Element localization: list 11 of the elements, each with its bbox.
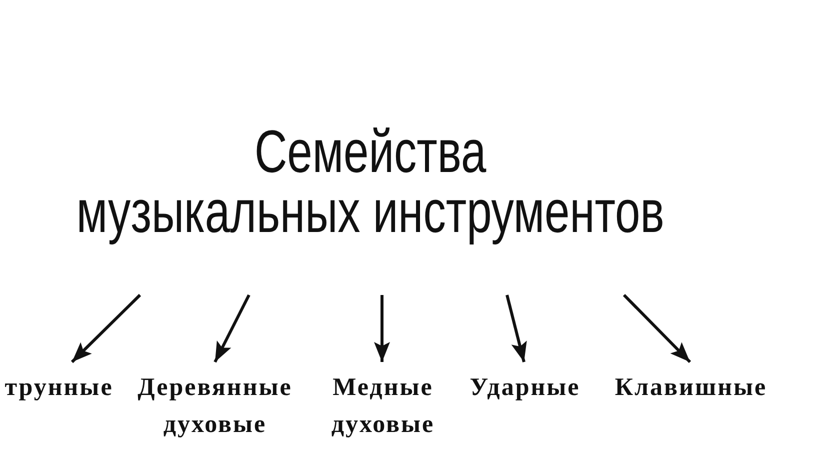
arrow [622, 294, 692, 364]
category-label: Клавишные [614, 373, 768, 403]
topic-label: Семейства музыкальных инструментов [76, 122, 664, 242]
category-label: Медные духовые [330, 373, 436, 440]
category-label: Ударные [470, 373, 580, 403]
arrow [70, 294, 142, 364]
arrow [374, 295, 390, 362]
category-label: Деревянные духовые [136, 373, 294, 440]
arrow [214, 294, 250, 363]
category-label: трунные [4, 373, 114, 403]
arrow [506, 294, 527, 362]
